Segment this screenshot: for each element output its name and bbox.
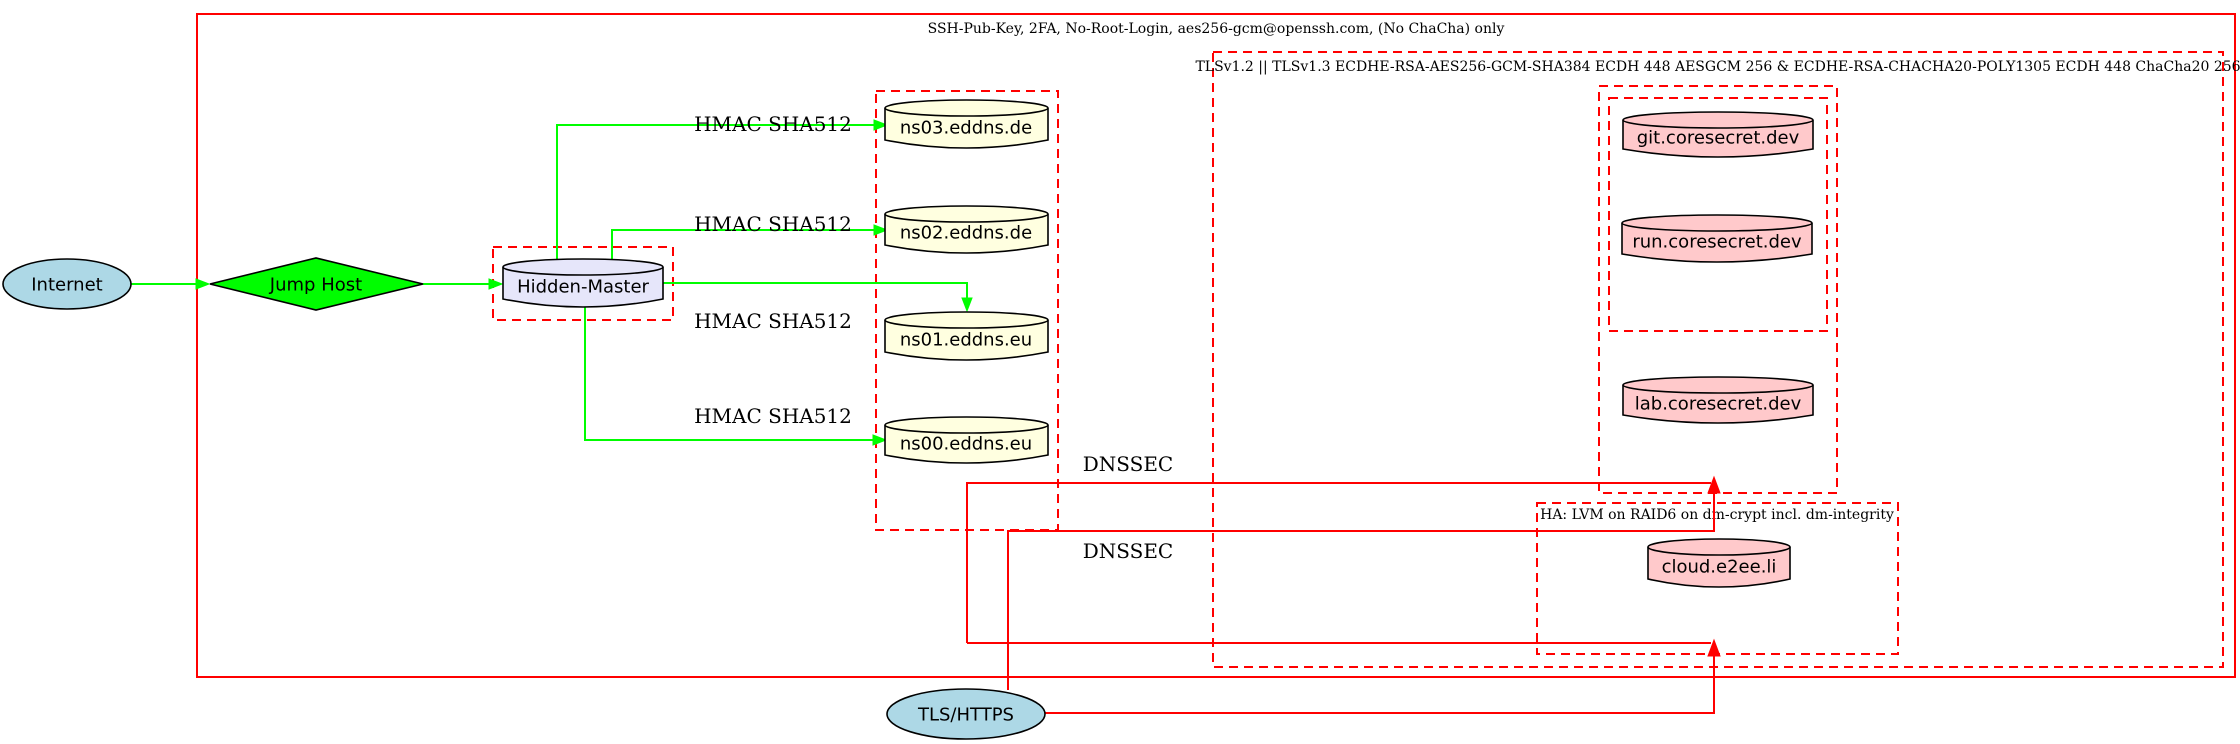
node-cloud-cylinder-body (1647, 547, 1791, 588)
node-cloud: cloud.e2ee.li (1647, 538, 1791, 588)
ssh-policy-label: SSH-Pub-Key, 2FA, No-Root-Login, aes256-… (928, 21, 1505, 37)
node-ns01: ns01.eddns.eu (884, 311, 1049, 361)
node-git-cylinder-top (1622, 111, 1814, 129)
hmac-label-ns02: HMAC SHA512 (694, 212, 852, 236)
node-ns01-cylinder-top (884, 311, 1049, 329)
lab-label: lab.coresecret.dev (1635, 394, 1802, 415)
node-hidden-master: Hidden-Master (502, 258, 664, 308)
dnssec-label-top: DNSSEC (1083, 452, 1174, 476)
ssh-cluster-box (196, 13, 2236, 678)
hidden-master-label: Hidden-Master (517, 277, 649, 298)
node-run-cylinder-body (1621, 223, 1813, 263)
node-ns00-cylinder-body (884, 425, 1049, 464)
node-ns02-cylinder-top (884, 205, 1049, 223)
hmac-label-ns03: HMAC SHA512 (694, 112, 852, 136)
tls-cipher-label: TLSv1.2 || TLSv1.3 ECDHE-RSA-AES256-GCM-… (1195, 59, 2240, 75)
node-git: git.coresecret.dev (1622, 111, 1814, 158)
coresecret-inner-cluster-box (1608, 97, 1828, 332)
node-ns01-cylinder-body (884, 320, 1049, 361)
edge-hiddenmaster-ns00-arrowhead (872, 434, 888, 446)
edge-hiddenmaster-ns03-arrowhead (873, 119, 889, 131)
edge-dnssec-coresecret (966, 482, 1711, 643)
node-run-cylinder-top (1621, 214, 1813, 232)
ha-raid-label: HA: LVM on RAID6 on dm-crypt incl. dm-in… (1540, 507, 1894, 523)
node-ns02-cylinder-body (884, 214, 1049, 254)
ns03-label: ns03.eddns.de (900, 118, 1032, 139)
node-ns00-cylinder-top (884, 416, 1049, 434)
node-ns02: ns02.eddns.de (884, 205, 1049, 254)
git-label: git.coresecret.dev (1637, 128, 1800, 149)
tls-cluster-box (1212, 51, 2224, 668)
edge-hiddenmaster-ns01 (663, 282, 968, 299)
tls-https-label: TLS/HTTPS (917, 705, 1014, 726)
edge-hiddenmaster-ns03 (556, 124, 874, 259)
edge-internet-jumphost-arrowhead (195, 278, 211, 290)
dnssec-label-bottom: DNSSEC (1083, 539, 1174, 563)
internet-ellipse (2, 258, 132, 310)
node-cloud-cylinder-top (1647, 538, 1791, 556)
node-ns03: ns03.eddns.de (884, 99, 1049, 149)
edge-jumphost-hiddenmaster-arrowhead (488, 278, 504, 290)
node-internet: Internet (2, 258, 132, 310)
hmac-label-ns00: HMAC SHA512 (694, 404, 852, 428)
edge-coresecret-arrowhead (1707, 475, 1721, 494)
node-jump-host: Jump Host (209, 257, 424, 311)
edge-hiddenmaster-ns01-arrowhead (961, 297, 973, 313)
run-label: run.coresecret.dev (1632, 232, 1802, 253)
edge-hiddenmaster-ns02-arrowhead (873, 224, 889, 236)
node-git-cylinder-body (1622, 120, 1814, 158)
cloud-label: cloud.e2ee.li (1662, 557, 1777, 578)
tls-https-ellipse (886, 688, 1046, 740)
coresecret-outer-cluster-box (1598, 85, 1838, 494)
node-lab: lab.coresecret.dev (1622, 376, 1814, 424)
node-lab-cylinder-top (1622, 376, 1814, 394)
edge-hiddenmaster-ns02 (611, 229, 874, 259)
internet-label: Internet (31, 275, 102, 296)
node-lab-cylinder-body (1622, 385, 1814, 424)
node-ns03-cylinder-top (884, 99, 1049, 117)
edge-hiddenmaster-ns00 (584, 307, 873, 441)
hmac-label-ns01: HMAC SHA512 (694, 309, 852, 333)
edge-tlshttps-ha (1045, 656, 1715, 714)
ns01-label: ns01.eddns.eu (900, 330, 1032, 351)
ns02-label: ns02.eddns.de (900, 223, 1032, 244)
edge-tlshttps-coresecret (1007, 493, 1715, 690)
node-ns00: ns00.eddns.eu (884, 416, 1049, 464)
node-hidden-master-cylinder-top (502, 258, 664, 276)
ns00-label: ns00.eddns.eu (900, 434, 1032, 455)
node-tls-https: TLS/HTTPS (886, 688, 1046, 740)
node-hidden-master-cylinder-body (502, 267, 664, 308)
jump-host-diamond (209, 257, 424, 311)
edge-ha-arrowhead (1707, 638, 1721, 657)
node-run: run.coresecret.dev (1621, 214, 1813, 263)
node-ns03-cylinder-body (884, 108, 1049, 149)
jump-host-label: Jump Host (269, 275, 362, 296)
